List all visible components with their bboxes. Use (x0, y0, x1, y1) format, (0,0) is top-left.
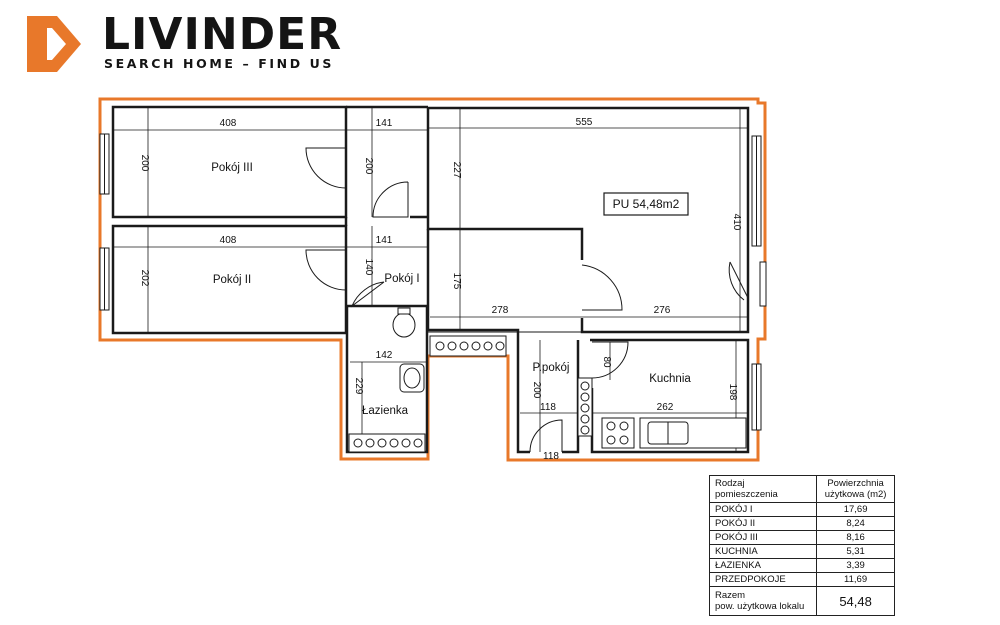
table-row: PRZEDPOKOJE 11,69 (708, 572, 895, 587)
dim-p3-height: 200 (139, 155, 150, 172)
total-area-box (603, 192, 689, 216)
dim-hall-width: 118 (540, 402, 556, 413)
dim-corr-top-height: 200 (363, 158, 374, 175)
livinder-logo-icon (27, 16, 81, 72)
total-area-label: PU 54,48m2 (613, 197, 680, 211)
table-row: POKÓJ II 8,24 (708, 516, 895, 531)
room-label-pokoj1: Pokój I (384, 273, 419, 285)
stove-icon (601, 417, 635, 449)
dim-corr-top-width: 141 (376, 118, 393, 129)
brand-tagline: SEARCH HOME – FIND US (104, 56, 334, 71)
room-label-ppokoj: P.pokój (533, 362, 570, 374)
dim-bath-height: 229 (353, 378, 364, 395)
dim-big-right-height: 410 (731, 214, 742, 231)
dim-p2-height: 202 (139, 270, 150, 287)
dim-big-left-height: 227 (451, 162, 462, 179)
apartment-outline (98, 97, 767, 462)
dim-p3-width: 408 (220, 118, 237, 129)
dim-bath-width: 142 (376, 350, 393, 361)
dim-mid-width-right: 276 (654, 305, 671, 316)
dim-mid-width-left: 278 (492, 305, 509, 316)
table-row: KUCHNIA 5,31 (708, 544, 895, 559)
total-value: 54,48 (816, 586, 895, 616)
dim-kitchen-height: 198 (727, 384, 738, 401)
table-row: POKÓJ III 8,16 (708, 530, 895, 545)
dim-p2-width: 408 (220, 235, 237, 246)
room-label-kuchnia: Kuchnia (649, 373, 691, 385)
dim-hall-door: 118 (543, 451, 559, 462)
dim-kitchen-width: 262 (657, 402, 674, 413)
room-label-pokoj2: Pokój II (213, 274, 251, 286)
table-row: POKÓJ I 17,69 (708, 502, 895, 517)
dim-corr-mid-height: 140 (363, 259, 374, 276)
dim-corr-mid-width: 141 (376, 235, 393, 246)
dim-mid-height: 175 (451, 273, 462, 290)
room-label-pokoj3: Pokój III (211, 162, 253, 174)
toilet-icon (392, 312, 416, 338)
table-row: ŁAZIENKA 3,39 (708, 558, 895, 573)
dim-hall-height: 200 (531, 382, 542, 399)
dim-kitchen-door: 80 (601, 356, 612, 368)
room-label-lazienka: Łazienka (362, 405, 409, 417)
dim-big-width: 555 (576, 117, 593, 128)
brand-name: LIVINDER (102, 9, 343, 60)
